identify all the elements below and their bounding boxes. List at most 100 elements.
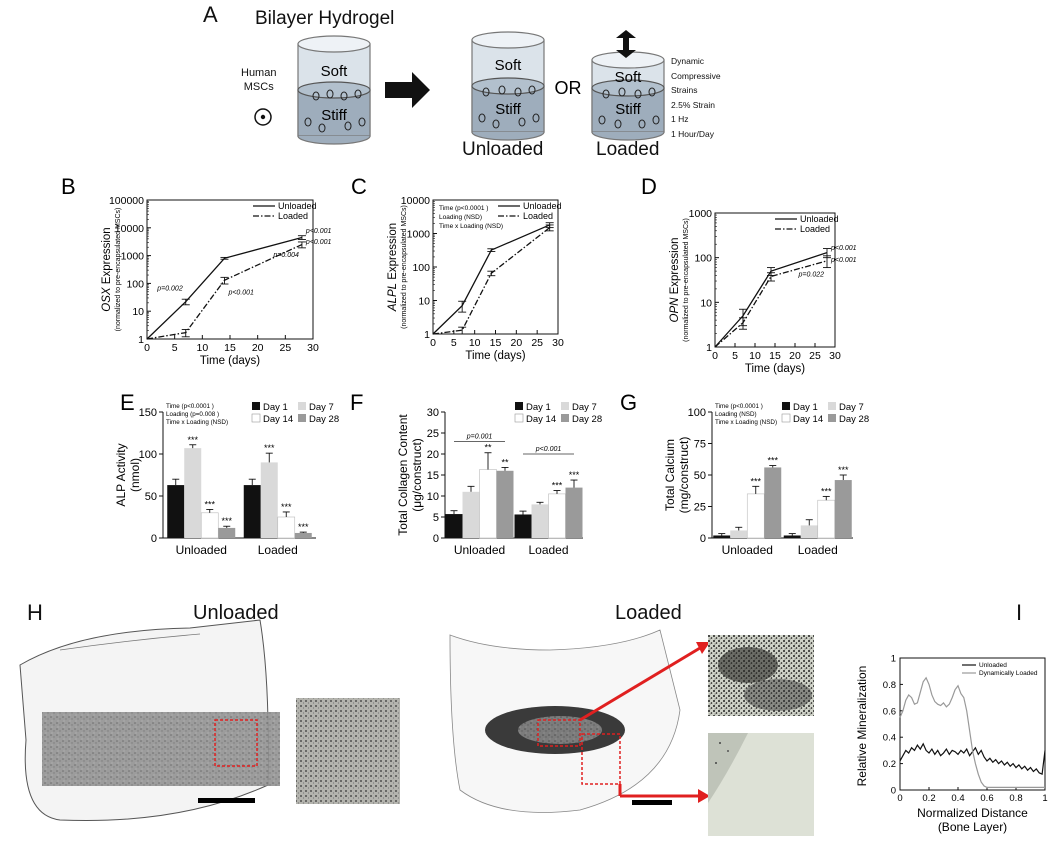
stats-note: Loading (NSD) — [715, 411, 757, 418]
legend-label: Day 1 — [793, 402, 818, 413]
p-value-label: p<0.001 — [305, 239, 332, 246]
loaded-roi-box-top — [537, 719, 581, 747]
significance-stars: *** — [187, 435, 198, 445]
bar — [479, 469, 497, 539]
p-value-label: p<0.001 — [830, 245, 857, 252]
panel-letter: D — [641, 174, 657, 199]
y-axis-label: ALPL Expression — [387, 223, 399, 312]
p-value-label: p=0.001 — [466, 433, 493, 440]
x-axis-sublabel: (Bone Layer) — [938, 820, 1007, 834]
legend-swatch — [781, 413, 791, 423]
legend-swatch — [515, 402, 523, 410]
y-tick-label: 100 — [412, 262, 430, 274]
stats-note: Time x Loading (NSD) — [439, 223, 503, 230]
significance-stars: ** — [484, 443, 492, 453]
x-tick-label: 20 — [252, 342, 264, 354]
bar — [531, 504, 549, 538]
plot-frame — [899, 657, 1046, 791]
x-tick-label: 25 — [279, 342, 291, 354]
y-tick-label: 0 — [433, 533, 439, 545]
legend-swatch — [298, 402, 306, 410]
legend-label: Day 28 — [309, 414, 339, 425]
p-value-label: p<0.001 — [535, 446, 562, 453]
series-line-dynamically-loaded — [899, 676, 1045, 788]
significance-stars: *** — [204, 499, 215, 509]
loading-notes: Dynamic Compressive Strains 2.5% Strain … — [671, 54, 721, 141]
legend-swatch — [561, 414, 569, 422]
y-tick-label: 100 — [126, 278, 144, 290]
x-tick-label: 1 — [1042, 793, 1047, 804]
legend-swatch — [828, 414, 836, 422]
x-axis-label: Time (days) — [200, 355, 260, 367]
x-tick-label: 0.2 — [922, 793, 935, 804]
x-tick-label: 10 — [469, 337, 481, 349]
category-label: Unloaded — [176, 543, 227, 557]
panel-letter: B — [61, 174, 76, 199]
legend-label: Day 7 — [572, 402, 597, 413]
y-axis-label: ALP Activity — [114, 443, 128, 506]
y-tick-label: 25 — [694, 502, 706, 514]
bar — [260, 462, 278, 538]
legend-label: Loaded — [278, 211, 308, 221]
legend-label: Unloaded — [800, 214, 839, 224]
y-tick-label: 1 — [424, 329, 430, 341]
p-value-label: p<0.001 — [830, 257, 857, 264]
y-tick-label: 50 — [694, 470, 706, 482]
loading-note: 1 Hour/Day — [671, 128, 714, 139]
loading-note: Dynamic — [671, 56, 705, 66]
legend-label: Day 28 — [572, 414, 602, 425]
p-value-label: p<0.001 — [227, 289, 254, 296]
stats-note: Loading (p=0.008 ) — [166, 411, 219, 418]
legend-label: Day 14 — [263, 414, 293, 425]
stats-note: Time x Loading (NSD) — [715, 419, 777, 426]
y-axis-label: Total Calcium — [663, 439, 677, 511]
y-tick-label: 10 — [427, 491, 439, 503]
y-tick-label: 0.6 — [883, 706, 896, 717]
stiff-label-2: Stiff — [495, 101, 521, 118]
histology-images — [19, 619, 710, 822]
x-tick-label: 10 — [749, 350, 761, 362]
loaded-roi-box-bottom — [581, 733, 621, 785]
panel-letter: F — [350, 390, 363, 415]
significance-stars: *** — [281, 502, 292, 512]
stats-note: Time (p<0.0001 ) — [715, 403, 763, 410]
category-label: Unloaded — [722, 543, 773, 557]
x-axis-label: Time (days) — [745, 363, 805, 375]
bar — [243, 485, 261, 538]
y-tick-label: 0 — [700, 533, 706, 545]
process-arrow — [385, 72, 430, 108]
series-line-loaded — [432, 227, 551, 335]
x-tick-label: 15 — [769, 350, 781, 362]
x-tick-label: 5 — [732, 350, 738, 362]
y-axis-sublabel: (nmol) — [128, 458, 142, 492]
zoom-arrows — [579, 642, 710, 803]
bar — [730, 530, 748, 538]
bar — [277, 516, 296, 539]
bar — [800, 525, 818, 538]
stats-note: Loading (NSD) — [439, 214, 482, 221]
y-tick-label: 10 — [700, 297, 712, 309]
x-tick-label: 0 — [144, 342, 150, 354]
y-tick-label: 20 — [427, 449, 439, 461]
stiff-label-1: Stiff — [321, 107, 347, 124]
x-tick-label: 0 — [430, 337, 436, 349]
x-axis-label: Normalized Distance — [917, 806, 1028, 820]
y-tick-label: 0.4 — [883, 733, 896, 744]
y-tick-label: 50 — [145, 491, 157, 503]
x-tick-label: 20 — [510, 337, 522, 349]
loading-note: 2.5% Strain — [671, 99, 715, 110]
legend-label: Unloaded — [523, 201, 562, 211]
loaded-label: Loaded — [596, 139, 660, 160]
y-tick-label: 10000 — [115, 223, 144, 235]
bar — [565, 487, 583, 538]
x-tick-label: 20 — [789, 350, 801, 362]
unloaded-construct-image — [19, 619, 280, 822]
significance-stars: *** — [767, 456, 778, 466]
y-tick-label: 100 — [694, 253, 712, 265]
panel-letter-a: A — [203, 2, 218, 27]
bar — [548, 493, 566, 539]
legend-label: Dynamically Loaded — [979, 670, 1038, 677]
